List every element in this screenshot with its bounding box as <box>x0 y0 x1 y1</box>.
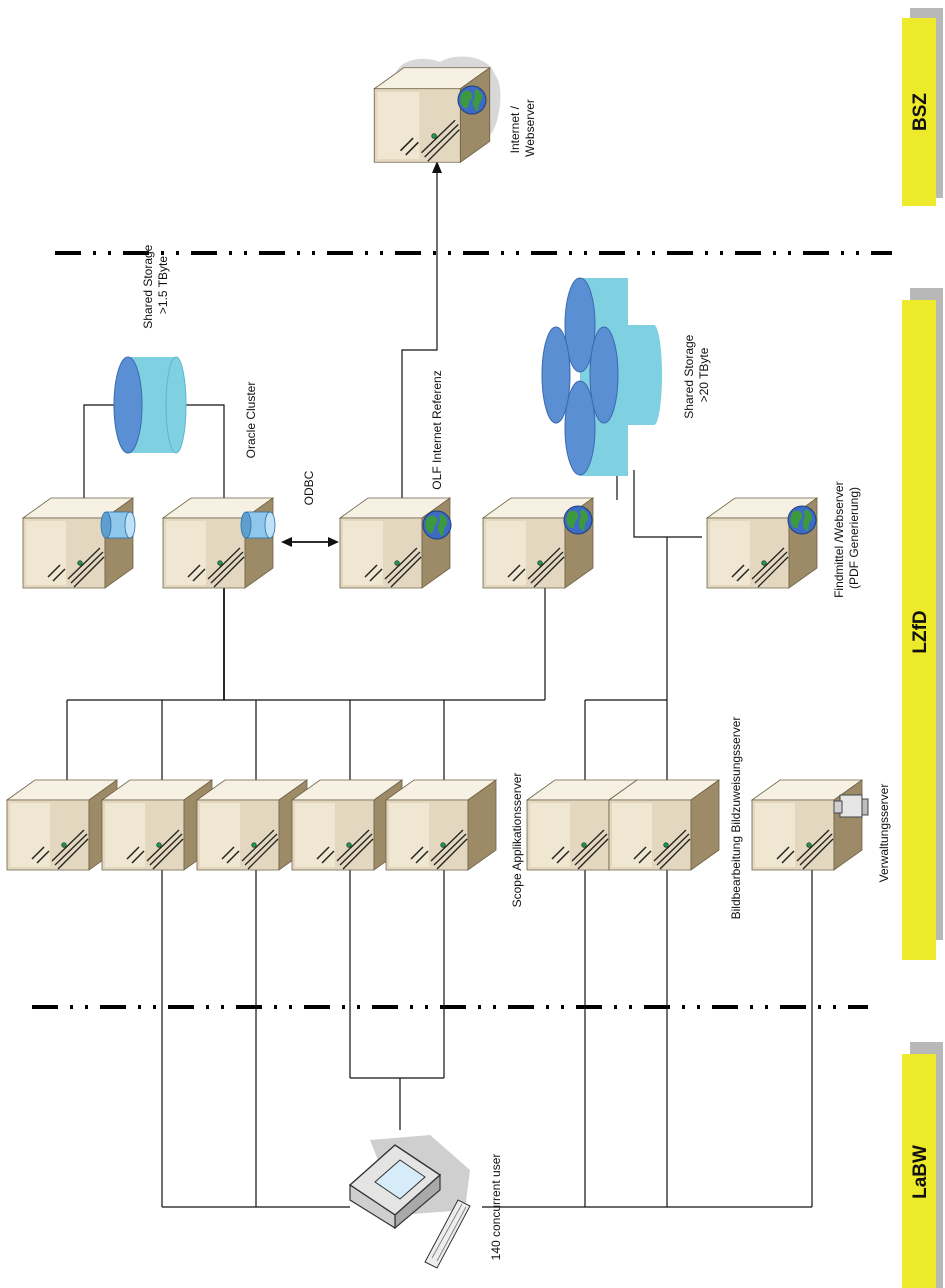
oracle-server-1 <box>22 497 136 589</box>
svg-text:Findmittel /Webserver (P: Findmittel /Webserver (PDF Generierung) <box>832 478 861 598</box>
svg-text:Shared Storage >20 TByte: Shared Storage >20 TByte <box>682 331 711 418</box>
server-icon <box>291 779 403 871</box>
shared-storage-small-label-2: >1.5 TByte <box>156 256 170 314</box>
findmittel-webserver-label-2: (PDF Generierung) <box>847 487 861 589</box>
zone-label-lzfd: LZfD <box>910 610 931 653</box>
database-icon <box>240 511 276 539</box>
workstation <box>348 1135 471 1269</box>
verwaltungsserver-label: Verwaltungsserver <box>877 784 891 883</box>
zone-lzfd: LZfD <box>902 288 943 960</box>
shared-storage-large-label-1: Shared Storage <box>682 334 696 418</box>
server-icon <box>6 779 118 871</box>
olf-internet-server <box>339 497 452 589</box>
bildbearbeitung-servers <box>526 779 720 871</box>
globe-icon <box>457 85 487 115</box>
server-icon <box>385 779 497 871</box>
shared-storage-small-label-1: Shared Storage <box>141 244 155 328</box>
zone-bsz: BSZ <box>902 8 943 206</box>
server-icon <box>196 779 308 871</box>
database-icon <box>100 511 136 539</box>
globe-icon <box>563 505 593 535</box>
shared-storage-large-label-2: >20 TByte <box>697 347 711 402</box>
storage-icon <box>113 356 143 454</box>
odbc-label: ODBC <box>302 470 316 505</box>
internet-webserver-label-1: Internet / <box>508 105 522 153</box>
globe-icon <box>787 505 817 535</box>
workstation-icon <box>348 1144 471 1269</box>
verwaltungsserver <box>751 779 869 871</box>
oracle-cluster-label: Oracle Cluster <box>244 382 258 459</box>
storage-web-server <box>482 497 594 589</box>
svg-text:Shared Storage >1.5 TByt: Shared Storage >1.5 TByte <box>141 241 170 328</box>
database-server-icon <box>22 497 134 589</box>
findmittel-webserver-label-1: Findmittel /Webserver <box>832 481 846 597</box>
storage-icon <box>589 326 619 424</box>
oracle-server-2 <box>162 497 276 589</box>
server-icon <box>751 779 863 871</box>
server-icon <box>101 779 213 871</box>
svg-text:Internet / Webserver: Internet / Webserver <box>508 99 537 157</box>
findmittel-webserver: Findmittel /Webserver (PDF Generierung) <box>706 478 861 598</box>
zone-label-labw: LaBW <box>910 1145 931 1199</box>
scope-applikationsserver-label: Scope Applikationsserver <box>510 773 524 908</box>
internet-webserver: Internet / Webserver <box>373 56 537 164</box>
shared-storage-small: Shared Storage >1.5 TByte <box>113 241 187 454</box>
connections <box>66 161 813 1208</box>
internet-webserver-label-2: Webserver <box>523 99 537 157</box>
shared-storage-large: Shared Storage >20 TByte <box>541 277 711 476</box>
server-icon <box>608 779 720 871</box>
zone-labw: LaBW <box>902 1042 943 1288</box>
database-server-icon <box>162 497 274 589</box>
zone-label-bsz: BSZ <box>910 93 931 131</box>
olf-internet-referenz-label: OLF Internet Referenz <box>430 370 444 489</box>
printer-icon <box>833 794 869 818</box>
globe-icon <box>422 510 452 540</box>
server-icon <box>373 66 491 164</box>
bildbearbeitung-label: Bildbearbeitung Bildzuweisungsserver <box>729 717 743 920</box>
scope-app-servers <box>6 779 497 871</box>
concurrent-user-label: 140 concurrent user <box>489 1154 503 1261</box>
